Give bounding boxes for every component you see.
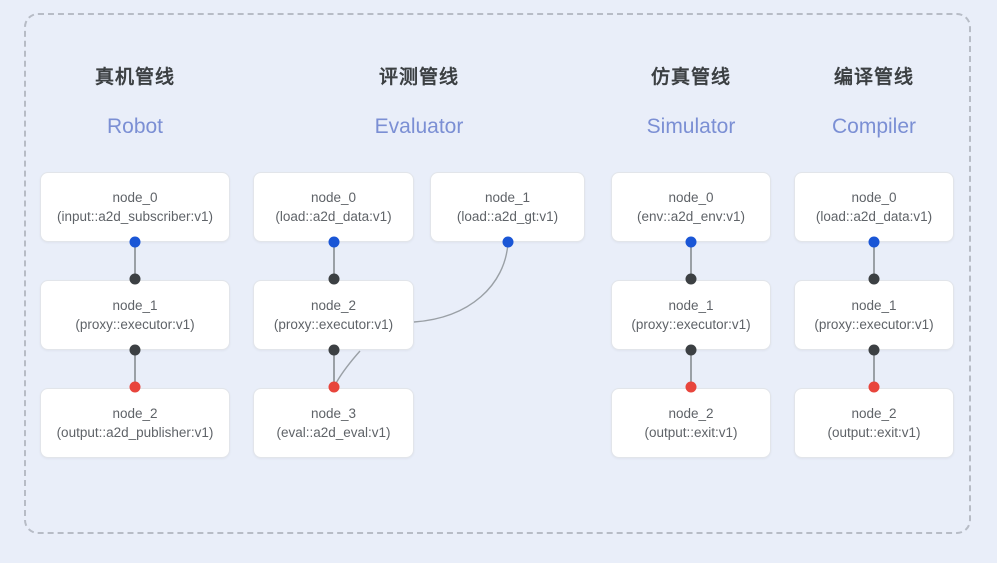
port-input-evaluator-0[interactable] bbox=[328, 236, 340, 248]
port-link-robot-1-bottom[interactable] bbox=[129, 344, 141, 356]
node-type: (load::a2d_gt:v1) bbox=[456, 208, 559, 224]
node-evaluator-3[interactable]: node_3 (eval::a2d_eval:v1) bbox=[253, 388, 414, 458]
node-evaluator-2[interactable]: node_2 (proxy::executor:v1) bbox=[253, 280, 414, 350]
port-link-compiler-1-top[interactable] bbox=[868, 273, 880, 285]
node-type: (output::a2d_publisher:v1) bbox=[56, 424, 214, 440]
node-name: node_2 bbox=[668, 405, 714, 421]
link-sim-0-1 bbox=[690, 242, 692, 278]
node-type: (input::a2d_subscriber:v1) bbox=[56, 208, 214, 224]
node-type: (env::a2d_env:v1) bbox=[636, 208, 746, 224]
node-name: node_2 bbox=[310, 297, 357, 313]
port-input-robot-0[interactable] bbox=[129, 236, 141, 248]
node-simulator-0[interactable]: node_0 (env::a2d_env:v1) bbox=[611, 172, 771, 242]
link-robot-1-2 bbox=[134, 350, 136, 386]
node-name: node_2 bbox=[851, 405, 897, 421]
node-type: (output::exit:v1) bbox=[644, 424, 738, 440]
node-type: (proxy::executor:v1) bbox=[273, 316, 394, 332]
node-name: node_1 bbox=[484, 189, 531, 205]
node-name: node_1 bbox=[851, 297, 897, 313]
node-compiler-0[interactable]: node_0 (load::a2d_data:v1) bbox=[794, 172, 954, 242]
node-robot-0[interactable]: node_0 (input::a2d_subscriber:v1) bbox=[40, 172, 230, 242]
node-type: (output::exit:v1) bbox=[827, 424, 921, 440]
link-eval-0-2 bbox=[333, 242, 335, 278]
node-name: node_0 bbox=[310, 189, 357, 205]
node-type: (proxy::executor:v1) bbox=[631, 316, 751, 332]
node-type: (load::a2d_data:v1) bbox=[815, 208, 933, 224]
node-type: (eval::a2d_eval:v1) bbox=[276, 424, 391, 440]
node-type: (proxy::executor:v1) bbox=[75, 316, 195, 332]
node-name: node_1 bbox=[112, 297, 158, 313]
node-name: node_0 bbox=[112, 189, 158, 205]
port-link-evaluator-2-top[interactable] bbox=[328, 273, 340, 285]
node-simulator-1[interactable]: node_1 (proxy::executor:v1) bbox=[611, 280, 771, 350]
port-link-compiler-1-bottom[interactable] bbox=[868, 344, 880, 356]
node-name: node_0 bbox=[851, 189, 897, 205]
port-output-compiler-2[interactable] bbox=[868, 381, 880, 393]
port-output-robot-2[interactable] bbox=[129, 381, 141, 393]
port-input-evaluator-1[interactable] bbox=[502, 236, 514, 248]
link-eval-2-3 bbox=[333, 350, 335, 386]
port-output-evaluator-3[interactable] bbox=[328, 381, 340, 393]
link-sim-1-2 bbox=[690, 350, 692, 386]
node-name: node_3 bbox=[310, 405, 357, 421]
port-link-robot-1-top[interactable] bbox=[129, 273, 141, 285]
node-robot-2[interactable]: node_2 (output::a2d_publisher:v1) bbox=[40, 388, 230, 458]
link-robot-0-1 bbox=[134, 242, 136, 278]
port-link-simulator-1-bottom[interactable] bbox=[685, 344, 697, 356]
node-robot-1[interactable]: node_1 (proxy::executor:v1) bbox=[40, 280, 230, 350]
link-compiler-0-1 bbox=[873, 242, 875, 278]
link-compiler-1-2 bbox=[873, 350, 875, 386]
node-name: node_2 bbox=[112, 405, 158, 421]
node-compiler-2[interactable]: node_2 (output::exit:v1) bbox=[794, 388, 954, 458]
node-type: (proxy::executor:v1) bbox=[814, 316, 934, 332]
port-link-evaluator-2-bottom[interactable] bbox=[328, 344, 340, 356]
node-name: node_0 bbox=[668, 189, 714, 205]
port-input-compiler-0[interactable] bbox=[868, 236, 880, 248]
node-evaluator-1[interactable]: node_1 (load::a2d_gt:v1) bbox=[430, 172, 585, 242]
node-evaluator-0[interactable]: node_0 (load::a2d_data:v1) bbox=[253, 172, 414, 242]
node-name: node_1 bbox=[668, 297, 714, 313]
node-type: (load::a2d_data:v1) bbox=[275, 208, 392, 224]
node-compiler-1[interactable]: node_1 (proxy::executor:v1) bbox=[794, 280, 954, 350]
port-input-simulator-0[interactable] bbox=[685, 236, 697, 248]
port-output-simulator-2[interactable] bbox=[685, 381, 697, 393]
port-link-simulator-1-top[interactable] bbox=[685, 273, 697, 285]
node-simulator-2[interactable]: node_2 (output::exit:v1) bbox=[611, 388, 771, 458]
